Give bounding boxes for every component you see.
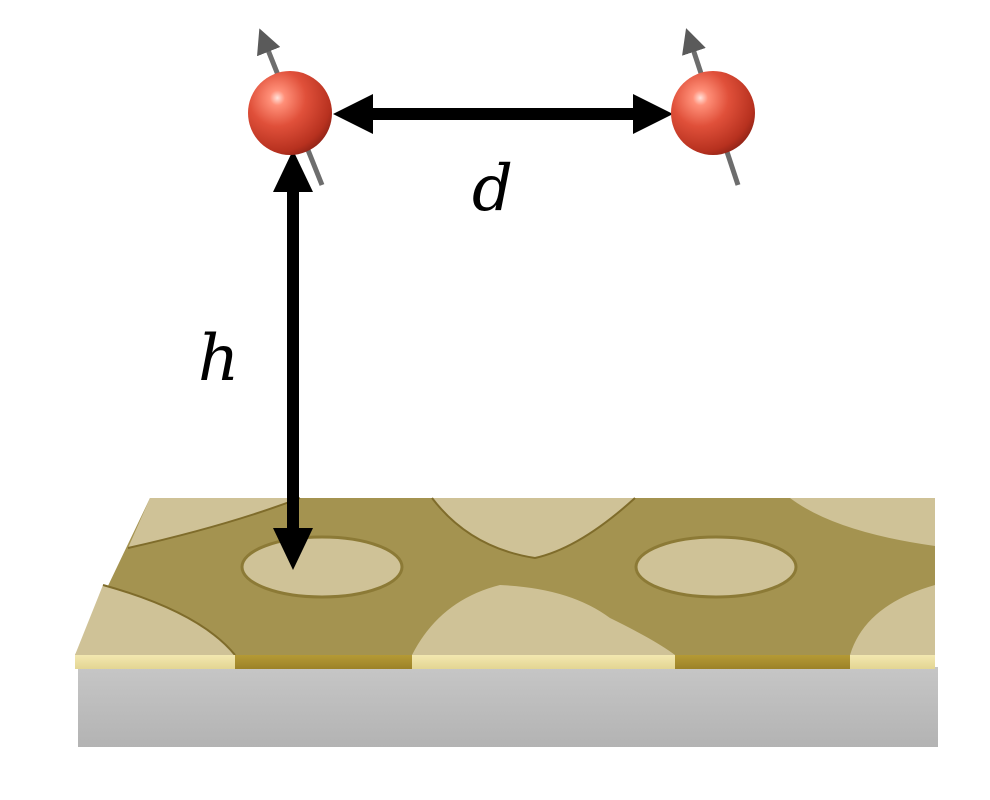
substrate — [78, 667, 938, 747]
distance-arrow-d — [333, 94, 673, 134]
label-h: h — [198, 322, 239, 396]
metal-patch — [432, 498, 635, 558]
metal-hole — [240, 535, 404, 599]
metal-patch — [850, 585, 935, 655]
atom-left — [248, 28, 332, 186]
label-d: d — [472, 152, 513, 226]
atom-right — [671, 28, 755, 186]
metal-patch — [412, 585, 675, 655]
height-arrow-h — [273, 150, 313, 570]
metal-patch — [75, 585, 235, 655]
metal-patch — [790, 498, 935, 546]
metal-film — [75, 497, 935, 656]
metal-patch — [128, 498, 300, 548]
metal-hole — [634, 535, 798, 599]
metal-film-edge — [75, 655, 935, 669]
